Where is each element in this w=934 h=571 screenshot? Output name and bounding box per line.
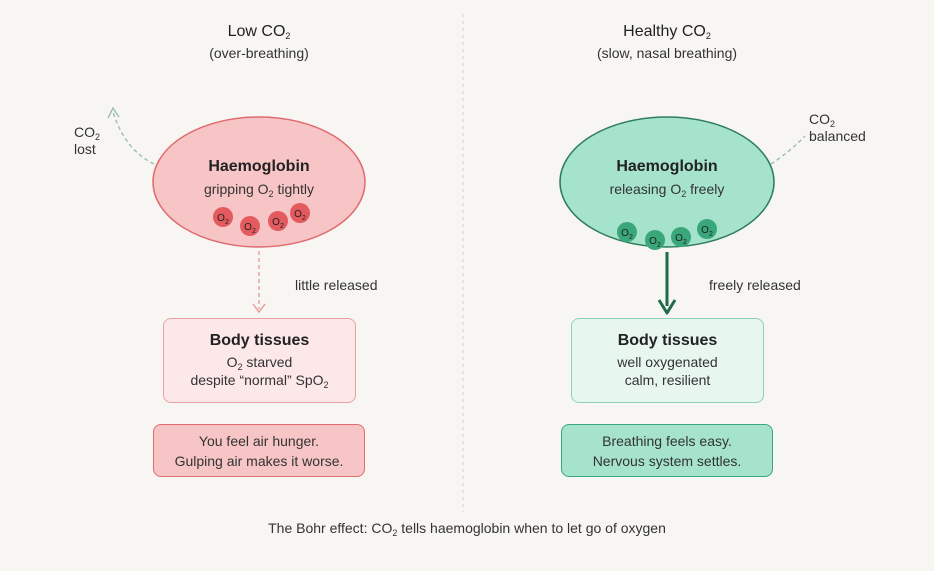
co2-lost-arrowhead xyxy=(107,106,120,119)
svg-text:O2: O2 xyxy=(272,217,284,230)
calm-resilient-text: calm, resilient xyxy=(624,372,711,388)
low-co2-subheading: (over-breathing) xyxy=(209,45,309,61)
o2-starved-text: O2 starved xyxy=(226,354,293,372)
air-hunger-callout: You feel air hunger. Gulping air makes i… xyxy=(153,424,365,477)
svg-text:O2: O2 xyxy=(621,228,633,241)
little-released-arrowhead xyxy=(252,303,266,314)
svg-text:O2: O2 xyxy=(217,213,229,226)
breathing-easy-callout: Breathing feels easy. Nervous system set… xyxy=(561,424,773,477)
o2-molecules-healthy: O2 O2 O2 O2 xyxy=(617,219,717,250)
low-co2-heading: Low CO2 xyxy=(227,23,291,41)
body-tissues-title: Body tissues xyxy=(209,332,310,349)
haemoglobin-label-low: Haemoglobin xyxy=(208,158,310,175)
little-released-label: little released xyxy=(295,277,378,293)
freely-released-arrowhead xyxy=(657,299,677,315)
body-tissues-title: Body tissues xyxy=(617,332,718,349)
gripping-o2-label: gripping O2 tightly xyxy=(203,181,315,199)
svg-text:O2: O2 xyxy=(675,233,687,246)
o2-molecule: O2 xyxy=(290,203,310,223)
o2-molecule: O2 xyxy=(213,207,233,227)
svg-text:O2: O2 xyxy=(701,225,713,238)
callout-line: Nervous system settles. xyxy=(592,452,742,469)
co2-balanced-note: CO2 balanced xyxy=(809,111,866,144)
body-tissues-box-low: Body tissues O2 starved despite “normal”… xyxy=(163,318,356,403)
co2-balanced-line xyxy=(764,135,806,169)
svg-text:O2: O2 xyxy=(244,222,256,235)
o2-molecules-low: O2 O2 O2 O2 xyxy=(213,203,310,236)
callout-line: Breathing feels easy. xyxy=(602,432,732,449)
callout-line: You feel air hunger. xyxy=(198,432,320,449)
o2-molecule: O2 xyxy=(240,216,260,236)
o2-molecule: O2 xyxy=(671,227,691,247)
haemoglobin-oval-low xyxy=(152,116,366,248)
o2-molecule: O2 xyxy=(645,230,665,250)
svg-text:O2: O2 xyxy=(294,209,306,222)
svg-text:O2: O2 xyxy=(649,236,661,249)
releasing-o2-label: releasing O2 freely xyxy=(609,181,725,199)
haemoglobin-label-healthy: Haemoglobin xyxy=(616,158,718,175)
haemoglobin-oval-healthy xyxy=(559,116,775,248)
body-tissues-box-healthy: Body tissues well oxygenated calm, resil… xyxy=(571,318,764,403)
bohr-effect-caption: The Bohr effect: CO2 tells haemoglobin w… xyxy=(268,520,666,538)
freely-released-label: freely released xyxy=(709,277,801,293)
healthy-co2-subheading: (slow, nasal breathing) xyxy=(596,45,738,61)
o2-molecule: O2 xyxy=(697,219,717,239)
healthy-co2-heading: Healthy CO2 xyxy=(623,23,711,41)
callout-line: Gulping air makes it worse. xyxy=(174,452,344,469)
co2-lost-note: CO2 lost xyxy=(74,124,101,157)
o2-molecule: O2 xyxy=(268,211,288,231)
well-oxygenated-text: well oxygenated xyxy=(617,354,718,370)
o2-molecule: O2 xyxy=(617,222,637,242)
normal-spo2-text: despite “normal” SpO2 xyxy=(190,372,329,390)
